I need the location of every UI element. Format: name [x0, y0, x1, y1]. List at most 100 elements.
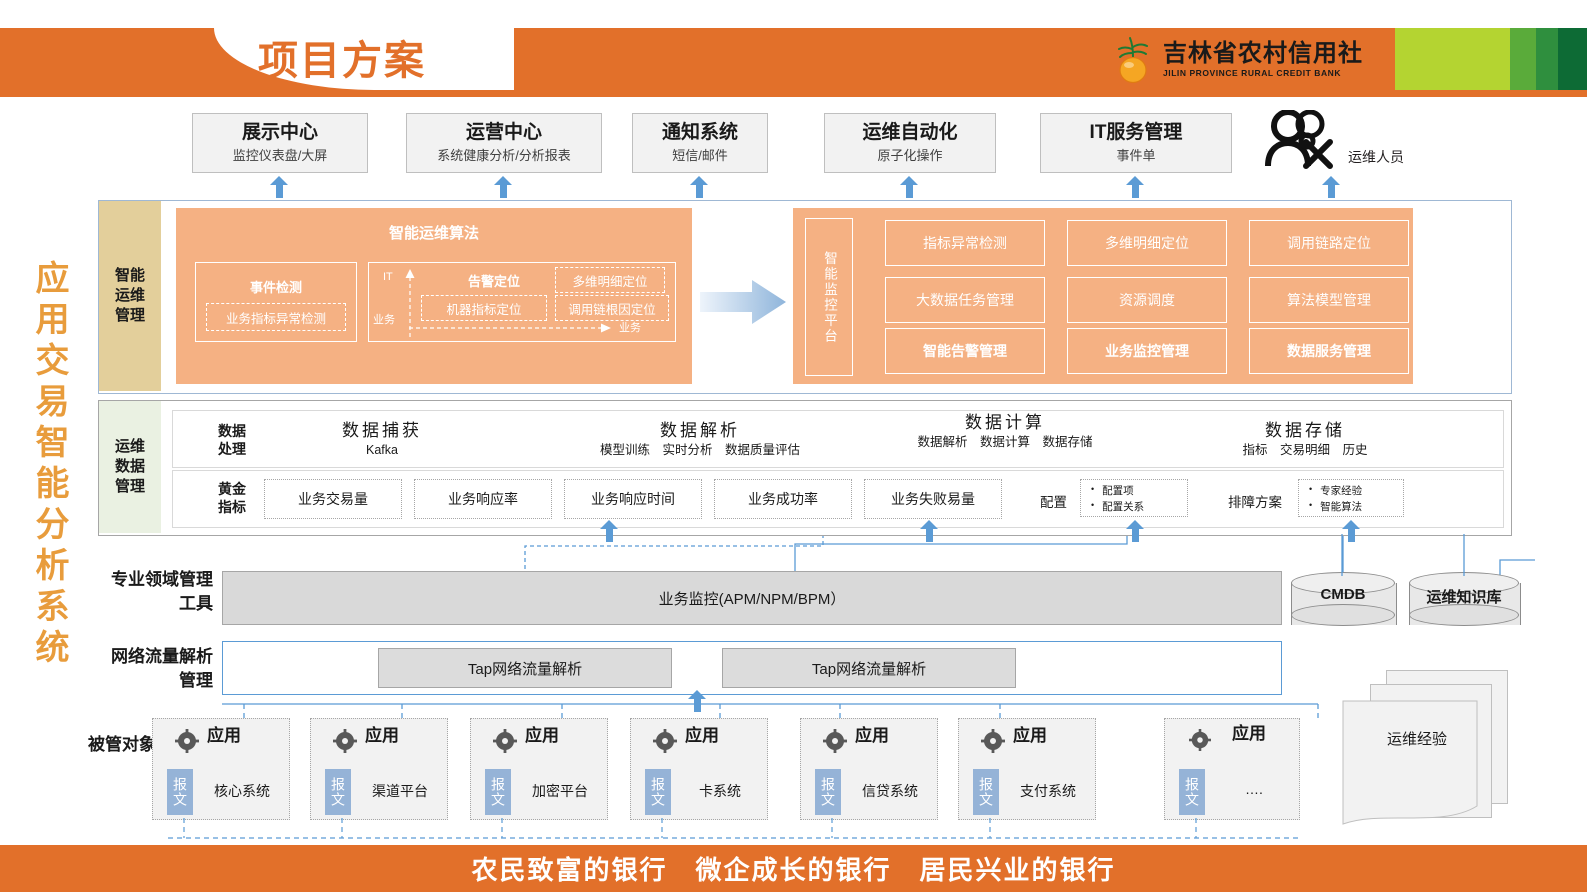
platform-cell-6[interactable]: 智能告警管理 [885, 328, 1045, 374]
app-name: 核心系统 [214, 783, 270, 799]
config-item-0: 配置项 [1091, 482, 1187, 498]
message-badge: 报文 [973, 769, 999, 815]
ops-experience-docs[interactable]: 运维经验 [1342, 670, 1508, 830]
app-box-2[interactable]: 应用 报文 加密平台 [470, 718, 608, 820]
app-name: …. [1245, 781, 1263, 797]
tap-box-1[interactable]: Tap网络流量解析 [722, 648, 1016, 688]
event-detection-group: 事件检测 业务指标异常检测 [195, 262, 357, 342]
gear-icon [493, 729, 517, 758]
config-label: 配置 [1040, 495, 1067, 510]
platform-cell-7[interactable]: 业务监控管理 [1067, 328, 1227, 374]
platform-cell-2[interactable]: 调用链路定位 [1249, 220, 1409, 266]
app-box-5[interactable]: 应用 报文 支付系统 [958, 718, 1096, 820]
process-group-compute: 数据计算 数据解析 数据计算 数据存储 [900, 412, 1110, 451]
alarm-location-item-0: 多维明细定位 [555, 267, 665, 293]
data-processing-tag: 数据处理 [218, 423, 246, 457]
platform-cell-4[interactable]: 资源调度 [1067, 277, 1227, 323]
message-badge-text: 报文 [1184, 777, 1200, 807]
gear-icon [823, 729, 847, 758]
database-cmdb[interactable]: CMDB [1291, 572, 1397, 628]
golden-metric-2[interactable]: 业务响应时间 [564, 479, 702, 519]
golden-metric-4[interactable]: 业务失败易量 [864, 479, 1002, 519]
header-accent-bar [0, 90, 1587, 97]
top-box-it-service-management[interactable]: IT服务管理 事件单 [1040, 113, 1232, 173]
process-group-sub: 数据解析 数据计算 数据存储 [917, 435, 1093, 449]
alarm-location-item-1: 机器指标定位 [421, 295, 547, 321]
message-badge: 报文 [485, 769, 511, 815]
process-group-capture: 数据捕获 Kafka [272, 420, 492, 459]
doc-sheet-front [1342, 700, 1478, 825]
header-band [0, 28, 1587, 90]
top-box-ops-automation[interactable]: 运维自动化 原子化操作 [824, 113, 996, 173]
top-box-operation-center[interactable]: 运营中心 系统健康分析/分析报表 [406, 113, 602, 173]
platform-cell-1[interactable]: 多维明细定位 [1067, 220, 1227, 266]
arrow-up-it-service [1126, 176, 1144, 198]
config-box[interactable]: 配置项 配置关系 [1080, 479, 1188, 517]
axis-label-business-right: 业务 [619, 322, 641, 334]
business-monitor-band[interactable]: 业务监控(APM/NPM/BPM） [222, 571, 1282, 625]
page-title: 项目方案 [258, 39, 426, 83]
algo-panel-title: 智能运维算法 [388, 225, 479, 242]
platform-cell-8[interactable]: 数据服务管理 [1249, 328, 1409, 374]
database-label: 运维知识库 [1426, 589, 1502, 606]
arrow-up-metric-failure [920, 520, 938, 542]
app-box-0[interactable]: 应用 报文 核心系统 [152, 718, 290, 820]
golden-metric-1[interactable]: 业务响应率 [414, 479, 552, 519]
arrow-up-display-center [270, 176, 288, 198]
header-green-blocks [1395, 28, 1587, 90]
axis-label-it: IT [383, 271, 393, 283]
top-box-title: 通知系统 [661, 122, 738, 143]
cylinder-top [1291, 572, 1395, 594]
alarm-location-group: IT 业务 业务 告警定位 多维明细定位 机器指标定位 调用链根因定位 [368, 262, 676, 342]
fault-box[interactable]: 专家经验 智能算法 [1298, 479, 1404, 517]
axis-arrow-horizontal [409, 323, 611, 333]
platform-cell-0[interactable]: 指标异常检测 [885, 220, 1045, 266]
gear-icon [1189, 729, 1211, 756]
app-label: 应用 [1013, 726, 1047, 745]
platform-side-label: 智能监控平台 [805, 218, 853, 376]
event-detection-header: 事件检测 [249, 280, 302, 295]
arrow-up-metric-response-time [600, 520, 618, 542]
top-box-display-center[interactable]: 展示中心 监控仪表盘/大屏 [192, 113, 368, 173]
top-box-notification-system[interactable]: 通知系统 短信/邮件 [632, 113, 768, 173]
app-box-1[interactable]: 应用 报文 渠道平台 [310, 718, 448, 820]
app-name: 加密平台 [532, 783, 588, 799]
fault-item-0: 专家经验 [1309, 482, 1403, 498]
tap-box-0[interactable]: Tap网络流量解析 [378, 648, 672, 688]
fault-label: 排障方案 [1228, 495, 1282, 510]
top-box-subtitle: 监控仪表盘/大屏 [232, 148, 328, 163]
ops-person-label: 运维人员 [1348, 149, 1404, 165]
database-knowledge-base[interactable]: 运维知识库 [1409, 572, 1521, 628]
top-box-subtitle: 系统健康分析/分析报表 [437, 148, 571, 163]
platform-cell-3[interactable]: 大数据任务管理 [885, 277, 1045, 323]
message-badge: 报文 [815, 769, 841, 815]
layer1-side-label: 智能运维管理 [99, 201, 161, 391]
alarm-location-item-2: 调用链根因定位 [555, 295, 669, 321]
golden-metric-3[interactable]: 业务成功率 [714, 479, 852, 519]
process-group-head: 数据存储 [1265, 421, 1345, 440]
database-label: CMDB [1320, 586, 1366, 603]
app-name: 支付系统 [1020, 783, 1076, 799]
app-box-3[interactable]: 应用 报文 卡系统 [630, 718, 768, 820]
process-group-sub: Kafka [366, 443, 398, 457]
layer2-side-label: 运维数据管理 [99, 401, 161, 533]
message-badge-text: 报文 [820, 777, 836, 807]
cylinder-bottom [1409, 604, 1519, 626]
platform-cell-5[interactable]: 算法模型管理 [1249, 277, 1409, 323]
app-box-6[interactable]: 应用 报文 …. [1164, 718, 1300, 820]
arrow-up-ops-automation [900, 176, 918, 198]
arrow-up-operation-center [494, 176, 512, 198]
top-box-title: 运营中心 [465, 122, 542, 143]
top-box-subtitle: 事件单 [1116, 148, 1156, 163]
app-box-4[interactable]: 应用 报文 信贷系统 [800, 718, 938, 820]
arrow-up-notification-system [690, 176, 708, 198]
algo-panel [176, 208, 692, 384]
bank-logo: 吉林省农村信用社 JILIN PROVINCE RURAL CREDIT BAN… [1110, 32, 1392, 88]
process-group-storage: 数据存储 指标 交易明细 历史 [1180, 420, 1430, 459]
event-detection-item-0: 业务指标异常检测 [206, 303, 346, 331]
message-badge-text: 报文 [978, 777, 994, 807]
message-badge-text: 报文 [650, 777, 666, 807]
app-name: 信贷系统 [862, 783, 918, 799]
message-badge: 报文 [167, 769, 193, 815]
golden-metric-0[interactable]: 业务交易量 [264, 479, 402, 519]
